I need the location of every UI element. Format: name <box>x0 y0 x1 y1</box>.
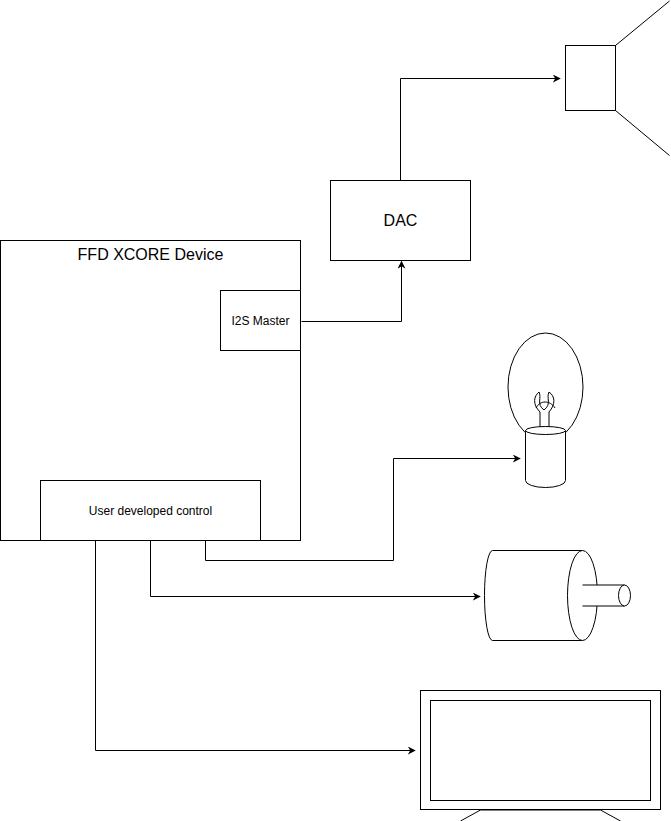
bulb-filament <box>535 392 554 430</box>
node-label: User developed control <box>89 503 212 519</box>
speaker-magnet <box>566 46 616 111</box>
motor-wire <box>151 540 481 597</box>
display-stand <box>461 810 621 821</box>
display-wire <box>96 540 416 751</box>
display-screen <box>431 701 651 801</box>
motor-shaft-end <box>619 585 631 606</box>
bulb-base-top <box>526 427 566 435</box>
speaker-cone-top <box>616 1 670 46</box>
bulb-base <box>526 431 566 488</box>
speaker-wire <box>401 79 561 181</box>
control-box: User developed control <box>40 480 261 541</box>
node-label: FFD XCORE Device <box>78 245 224 265</box>
device-box: FFD XCORE DeviceI2S MasterUser developed… <box>0 240 301 541</box>
bulb-filament-loop <box>536 402 555 408</box>
converter-box: DAC <box>330 180 471 261</box>
node-label: I2S Master <box>231 313 289 329</box>
bulb-glass <box>508 333 583 441</box>
interface-box: I2S Master <box>220 290 301 351</box>
signal-connector <box>302 262 402 322</box>
node-label: DAC <box>384 211 418 231</box>
display-frame <box>421 691 661 810</box>
speaker-cone-bottom <box>616 111 670 156</box>
